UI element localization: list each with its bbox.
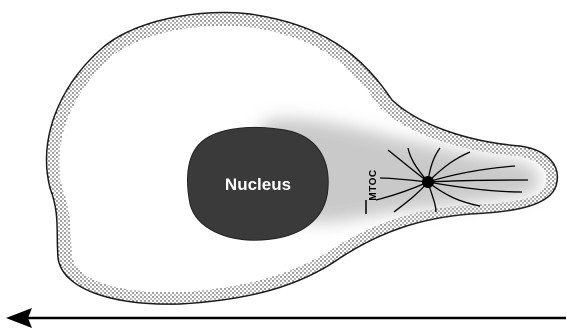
- mtoc-label: MTOC: [368, 169, 379, 200]
- nucleus-label: Nucleus: [225, 175, 291, 194]
- nucleus: Nucleus: [188, 127, 329, 240]
- migration-arrow: [6, 308, 566, 328]
- mtoc: [422, 176, 434, 188]
